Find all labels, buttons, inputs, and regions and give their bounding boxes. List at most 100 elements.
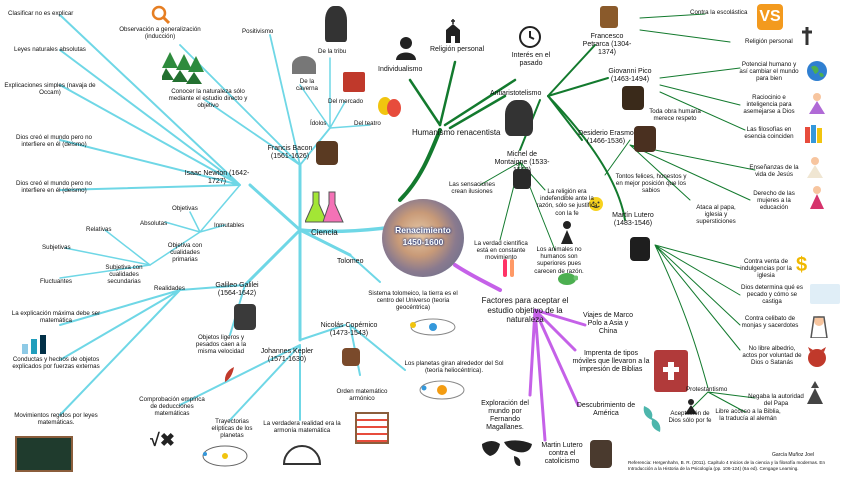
objetiva-item-2: Absolutas — [140, 220, 168, 227]
link-pico — [547, 77, 609, 97]
pico: Giovanni Pico (1463-1494) — [608, 68, 652, 83]
protestantismo-item-1: Negaba la autoridad del Papa — [748, 393, 804, 408]
kepler: Johannes Kepler (1571-1630) — [260, 348, 314, 363]
lutero-item-2: Dios determina qué es pecado y cómo se c… — [741, 284, 803, 306]
petrarca-item-1: Contra la escolástica — [690, 9, 748, 16]
smiley-icon — [589, 197, 603, 211]
newton-item-3: Explicaciones simples (navaja de Occam) — [4, 82, 96, 97]
erasmo-item-3: Enseñanzas de la vida de Jesús — [749, 164, 799, 179]
newton-item-4: Dios creó el mundo pero no interfiere en… — [15, 134, 92, 149]
subjetiva: Subjetiva con cualidades secundarias — [105, 264, 143, 286]
user-icon — [396, 37, 416, 60]
factor-4: Exploración del mundo por Fernando Magal… — [481, 400, 529, 431]
pico-item-1: Potencial humano y así cambiar el mundo … — [739, 61, 799, 83]
bacon-item-4: Ídolos — [310, 120, 327, 127]
praying-icon — [561, 221, 573, 244]
bacon-item-2: Positivismo — [242, 28, 274, 35]
subjetiva-item-1: Relativas — [86, 226, 112, 233]
books-icon — [805, 125, 822, 143]
montaigne-portrait — [513, 169, 531, 189]
flask-icon — [305, 191, 344, 223]
petrarca-portrait — [600, 6, 618, 28]
lutero-portrait — [630, 237, 650, 261]
center-title: Renacimiento — [395, 225, 451, 235]
subjetiva-item-2: Subjetivas — [42, 244, 71, 251]
link-interes — [443, 78, 517, 127]
factor-1: Viajes de Marco Polo a Asia y China — [582, 312, 634, 335]
jesus-icon — [807, 157, 823, 178]
link-lutero — [547, 95, 626, 221]
abacus-icon — [355, 412, 389, 444]
bacon-item-3: Conocer la naturaleza sólo mediante el e… — [168, 88, 248, 110]
branch-title-ciencia: Ciencia — [311, 228, 338, 237]
toda-obra: Toda obra humana merece respeto — [649, 108, 701, 123]
subjetiva-item-3: Fluctuantes — [40, 278, 72, 285]
copernico-item-1: Los planetas giran alrededor del Sol (te… — [404, 360, 504, 375]
bacon-item-1: Observación a generalización (inducción) — [119, 26, 201, 41]
versus-icon: VS — [757, 4, 783, 30]
protestantismo-item-2: Aceptación de Dios sólo por fe — [668, 410, 712, 425]
test-tubes-icon — [503, 259, 514, 277]
factor-2: Imprenta de tipos móviles que llevaron a… — [572, 350, 650, 373]
lutero-item-4: No libre albedrio, actos por voluntad de… — [742, 345, 802, 367]
center-years: 1450-1600 — [402, 237, 444, 247]
nun-icon — [810, 316, 828, 338]
author: García Muñoz Joel — [772, 452, 814, 458]
tribe-image — [325, 6, 347, 42]
objetiva: Objetiva con cualidades primarias — [167, 242, 203, 264]
lutero-item-3: Contra celibato de monjas y sacerdotes — [741, 315, 799, 330]
newton-item-1: Clasificar no es explicar — [8, 10, 74, 17]
idolo-teatro: Del teatro — [354, 120, 381, 127]
forest-icon — [162, 52, 204, 84]
idolo-caverna: De la caverna — [295, 78, 318, 93]
protestantismo-item-3: Libre acceso a la Biblia, la traducía al… — [715, 408, 781, 423]
copernico-item-2: Orden matemático armónico — [336, 388, 388, 403]
reference: Referencia: Hergenhahn, B. R. (2011). Ca… — [628, 460, 826, 471]
link-religion — [438, 60, 457, 127]
kepler-item-1: Comprobación empírica de deducciones mat… — [139, 396, 205, 418]
center-renacimiento: Renacimiento 1450-1600 — [382, 199, 464, 277]
kepler-item-2: Trayectorias elípticas de los planetas — [211, 418, 253, 440]
planet-orbit-icon — [410, 318, 456, 336]
erasmo-item-4: Derecho de las mujeres a la educación — [753, 190, 795, 212]
idolo-mercado: Del mercado — [328, 98, 364, 105]
petrarca-item-2: Religión personal — [745, 38, 793, 45]
branch-title-factores: Factores para aceptar el estudio objetiv… — [481, 296, 569, 324]
magnifier-icon — [151, 5, 170, 25]
erasmo-item-2: Ataca al papa, iglesia y supersticiones — [696, 204, 736, 226]
chalkboard-icon — [15, 436, 73, 472]
map-icon — [643, 406, 661, 432]
lutero-small-portrait — [590, 440, 612, 468]
clock-icon — [519, 26, 541, 48]
realidades: Realidades — [154, 285, 185, 292]
solar-system-icon — [419, 380, 465, 400]
heaven-icon — [810, 284, 840, 304]
antiaristotelismo: Antiaristotelismo — [490, 90, 542, 97]
tolomeo: Tolomeo — [337, 258, 364, 265]
dollar-icon: $ — [796, 254, 808, 276]
branch-title-humanismo: Humanismo renacentista — [412, 128, 501, 137]
lutero-item-1: Contra venta de indulgencias por la igle… — [740, 258, 792, 280]
objetos-ligeros: Objetos ligeros y pesados caen a la mism… — [195, 334, 247, 356]
world-map-icon — [482, 440, 532, 466]
orbit-icon — [202, 445, 248, 467]
chart-icon — [22, 335, 46, 354]
idolo-tribu: De la tribu — [318, 48, 347, 55]
galileo-left-3: Movimientos regidos por leyes matemática… — [14, 412, 98, 427]
newton-item-5: Dios creó el mundo pero no interfiere en… — [15, 180, 92, 195]
woman-icon — [810, 186, 824, 209]
galileo-left-1: La explicación máxima debe ser matemátic… — [11, 310, 101, 325]
theater-masks-icon — [378, 97, 401, 117]
church-icon — [446, 19, 460, 43]
branch-ciencia — [298, 226, 387, 234]
galileo-portrait — [234, 304, 256, 330]
link-petrarca — [547, 44, 596, 97]
devil-icon — [808, 347, 826, 367]
montaigne-item-1: Las sensaciones crean ilusiones — [448, 181, 496, 196]
erasmo: Desiderio Erasmo (1466-1536) — [578, 130, 634, 145]
market-image — [343, 72, 365, 92]
lutero: Martín Lutero (1483-1546) — [612, 212, 654, 227]
globe-icon — [807, 61, 827, 81]
galileo: Galileo Galilei (1564-1642) — [215, 282, 259, 297]
